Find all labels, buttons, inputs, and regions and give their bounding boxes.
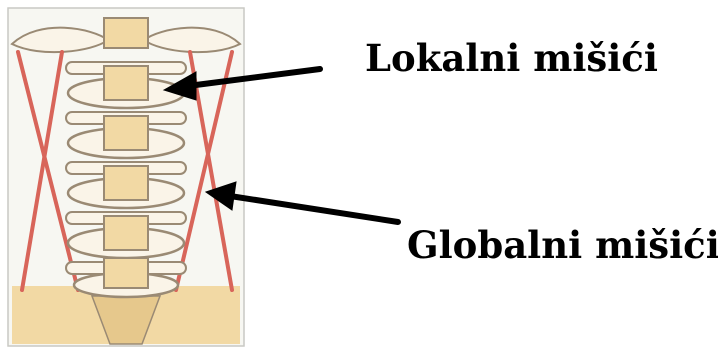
global-muscle-band: [174, 50, 234, 292]
global-muscles-label: Globalni mišići: [407, 223, 718, 267]
spine-column: [65, 17, 187, 299]
global-muscles-arrow-head: [204, 181, 237, 211]
global-muscle-band: [16, 50, 80, 292]
pointer-arrows: [162, 66, 401, 225]
local-muscles-arrow: [185, 66, 323, 89]
vertebra: [103, 215, 149, 251]
vertebra: [103, 17, 149, 49]
global-muscles-arrow: [227, 193, 401, 225]
local-muscles-arrow-head: [162, 71, 197, 101]
vertebra: [103, 257, 149, 289]
global-muscles: [16, 50, 234, 292]
global-muscle-band: [20, 50, 64, 292]
vertebra: [103, 65, 149, 101]
global-muscle-band: [188, 50, 234, 292]
local-muscles-label: Lokalni mišići: [365, 36, 658, 80]
vertebra: [103, 115, 149, 151]
vertebra: [103, 165, 149, 201]
